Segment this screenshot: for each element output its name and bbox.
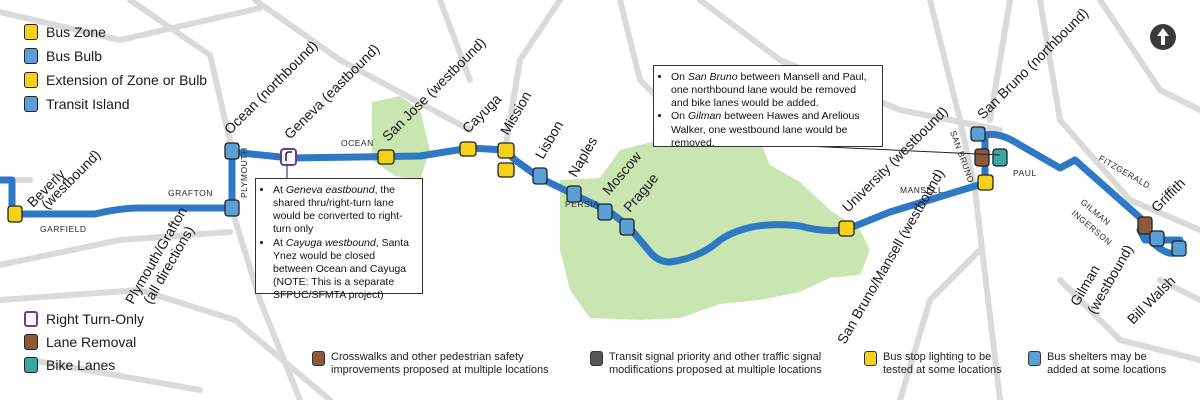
street-paul: PAUL <box>1013 168 1037 178</box>
legend-bike-lanes-label: Bike Lanes <box>46 357 116 373</box>
street-ocean: OCEAN <box>341 138 374 148</box>
label-lisbon: Lisbon <box>532 118 566 162</box>
legend-lighting-line2: tested at some locations <box>883 363 1002 376</box>
legend-pedestrian-line1: Crosswalks and other pedestrian safety <box>331 351 524 363</box>
traffic-signal-icon <box>590 351 603 366</box>
transit-island-icon <box>24 96 38 112</box>
stop-gilman-bus-bulb[interactable] <box>1149 230 1165 247</box>
stop-prague-bus-bulb[interactable] <box>619 218 635 236</box>
street-persia: PERSIA <box>565 199 599 209</box>
bus-route-line <box>0 131 1184 266</box>
stop-san-bruno-mansell-bus-zone[interactable] <box>977 174 994 191</box>
stop-geneva-right-turn-icon[interactable] <box>280 148 297 166</box>
bike-lanes-icon <box>24 357 38 373</box>
legend-signal-line2: modifications proposed at multiple locat… <box>609 363 822 376</box>
stop-university-bus-zone[interactable] <box>838 220 855 237</box>
legend-transit-island-label: Transit Island <box>46 96 130 112</box>
legend-bus-bulb-label: Bus Bulb <box>46 48 103 64</box>
legend-right-turn-label: Right Turn-Only <box>46 311 145 327</box>
lane-removal-icon <box>24 334 38 350</box>
legend-signal-line1: Transit signal priority and other traffi… <box>609 351 822 363</box>
bus-shelter-icon <box>1028 351 1041 366</box>
legend-bus-zone: Bus Zone <box>24 24 106 40</box>
legend-zone-extension-label: Extension of Zone or Bulb <box>46 72 208 88</box>
stop-beverly-bus-zone[interactable] <box>7 205 23 223</box>
street-plymouth: PLYMOUTH <box>239 147 249 198</box>
street-garfield: GARFIELD <box>40 224 87 234</box>
bus-zone-icon <box>24 24 38 40</box>
pedestrian-icon <box>312 351 325 366</box>
lightbulb-icon <box>864 351 877 366</box>
note-cayuga-item: At Cayuga westbound, Santa Ynez would be… <box>273 237 415 303</box>
legend-bus-zone-label: Bus Zone <box>46 24 106 40</box>
legend-bus-bulb: Bus Bulb <box>24 48 102 64</box>
legend-pedestrian-line2: improvements proposed at multiple locati… <box>331 363 549 376</box>
label-san-bruno-nb: San Bruno (northbound) <box>974 5 1092 123</box>
note-geneva-item: At Geneva eastbound, the shared thru/rig… <box>273 184 415 237</box>
legend-shelter-line2: added at some locations <box>1047 363 1167 376</box>
legend-lane-removal-label: Lane Removal <box>46 334 137 350</box>
stop-mission-zone-extension[interactable] <box>497 162 515 178</box>
stop-bill-walsh-bus-bulb[interactable] <box>1171 240 1187 257</box>
stop-san-bruno-bike-lanes-icon[interactable] <box>992 148 1008 167</box>
right-turn-only-icon <box>24 311 38 327</box>
stop-cayuga-bus-zone[interactable] <box>459 141 477 157</box>
note-gilman-item: On Gilman between Hawes and Arelious Wal… <box>671 110 875 149</box>
stop-san-bruno-lane-removal-icon[interactable] <box>974 148 990 167</box>
stop-markers <box>7 126 1187 257</box>
legend-right-turn: Right Turn-Only <box>24 311 144 327</box>
legend-traffic-signal: Transit signal priority and other traffi… <box>590 351 822 376</box>
stop-lisbon-bus-bulb[interactable] <box>532 167 548 185</box>
stop-mission-bus-zone[interactable] <box>497 142 515 159</box>
stop-ocean-bus-bulb[interactable] <box>224 142 240 160</box>
label-griffith: Griffith <box>1148 175 1188 215</box>
label-mission: Mission <box>497 88 535 137</box>
stop-plymouth-grafton-bus-bulb[interactable] <box>224 199 240 217</box>
note-san-bruno-gilman: On San Bruno between Mansell and Paul, o… <box>653 65 883 149</box>
bus-bulb-icon <box>24 48 38 64</box>
zone-extension-icon <box>24 72 38 88</box>
stop-moscow-bus-bulb[interactable] <box>597 203 613 221</box>
north-arrow-icon <box>1150 24 1176 50</box>
label-naples: Naples <box>565 134 601 180</box>
park-area-mclaren <box>560 118 870 320</box>
stop-naples-bus-bulb[interactable] <box>566 185 582 203</box>
legend-transit-island: Transit Island <box>24 96 130 112</box>
legend-shelter-line1: Bus shelters may be <box>1047 351 1147 363</box>
right-turn-arrow-icon <box>285 151 292 161</box>
note-geneva-cayuga: At Geneva eastbound, the shared thru/rig… <box>255 178 423 301</box>
stop-san-bruno-nb-bus-bulb[interactable] <box>970 126 986 142</box>
legend-lane-removal: Lane Removal <box>24 334 136 350</box>
legend-lighting-line1: Bus stop lighting to be <box>883 351 992 363</box>
stop-san-jose-bus-zone[interactable] <box>377 149 395 165</box>
label-bill-walsh: Bill Walsh <box>1124 273 1178 327</box>
legend-zone-extension: Extension of Zone or Bulb <box>24 72 207 88</box>
street-mansell: MANSELL <box>900 185 943 195</box>
note-san-bruno-item: On San Bruno between Mansell and Paul, o… <box>671 71 875 110</box>
legend-bike-lanes: Bike Lanes <box>24 357 115 373</box>
street-grafton: GRAFTON <box>168 188 213 198</box>
note-connector-san-bruno <box>804 145 1001 156</box>
stop-griffith-lane-removal-icon[interactable] <box>1137 216 1153 235</box>
